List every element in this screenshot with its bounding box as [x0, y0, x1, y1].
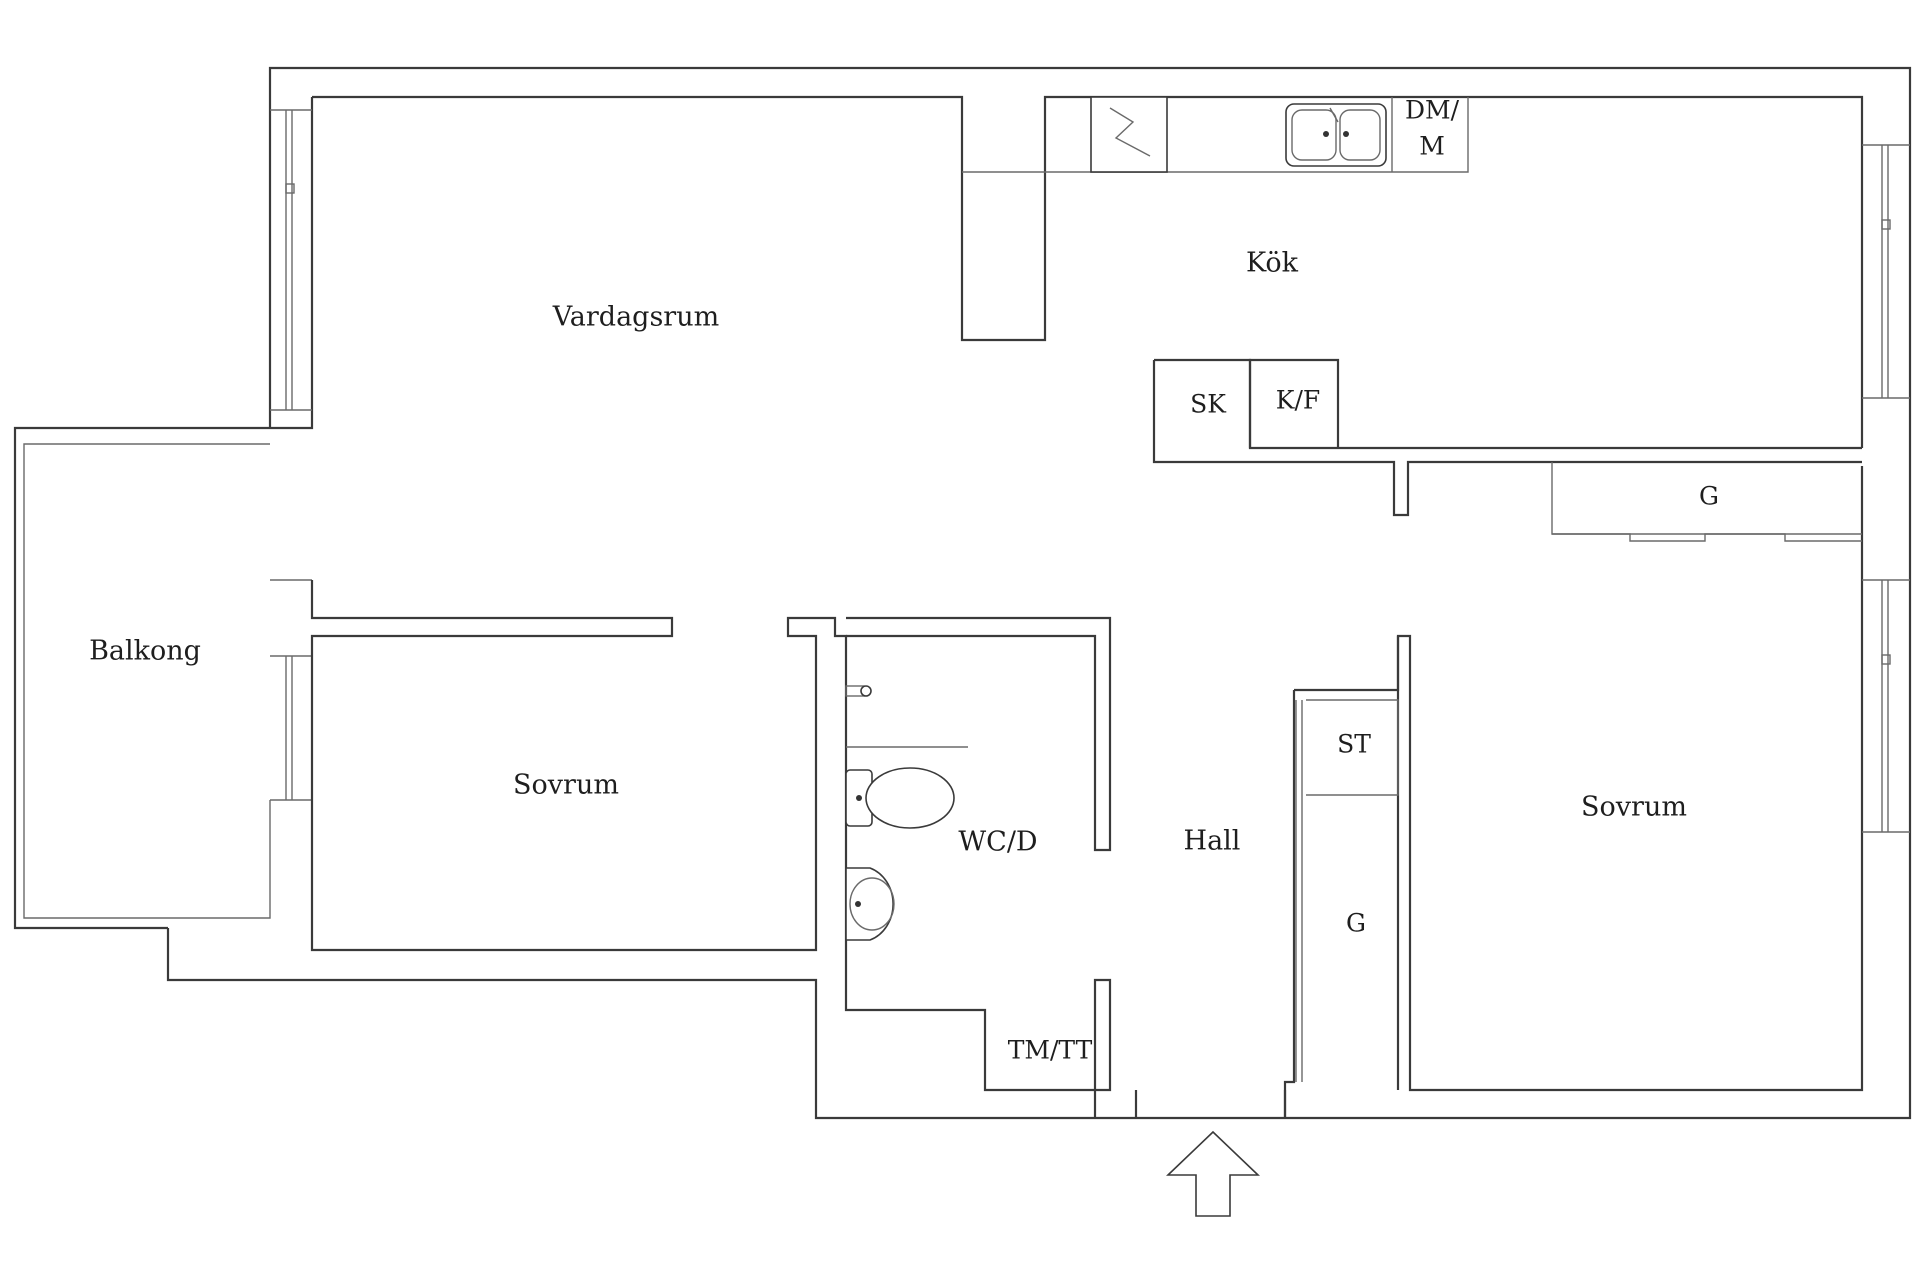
- kitchen-counter: [962, 97, 1469, 173]
- fixture-label-tmtt: TM/TT: [1008, 1036, 1093, 1065]
- room-label-vardagsrum: Vardagsrum: [552, 302, 719, 333]
- entrance-arrow-icon: [1166, 1130, 1260, 1217]
- fixture-label-kf: K/F: [1276, 386, 1320, 415]
- room-label-kok: Kök: [1246, 248, 1299, 279]
- window-right-bottom: [1862, 579, 1910, 833]
- room-label-wc: WC/D: [958, 827, 1037, 858]
- washbasin-icon: [845, 867, 895, 941]
- window-left-top: [270, 109, 312, 411]
- fixture-label-st: ST: [1337, 730, 1371, 759]
- fixture-label-dm-line2: M: [1419, 132, 1445, 161]
- window-right-top: [1862, 144, 1910, 399]
- stove-icon: [1090, 96, 1168, 173]
- toilet-icon: [845, 767, 955, 829]
- fixture-label-dm-line1: DM/: [1405, 96, 1460, 125]
- interior-walls: [310, 358, 1862, 1118]
- room-label-sovrum-right: Sovrum: [1581, 792, 1687, 823]
- windows: [270, 109, 1910, 833]
- balcony: [13, 426, 271, 930]
- room-label-sovrum-left: Sovrum: [513, 770, 619, 801]
- fixture-label-g-top: G: [1699, 482, 1719, 511]
- room-label-balkong: Balkong: [89, 636, 201, 667]
- fixture-label-sk: SK: [1190, 390, 1227, 419]
- fixture-label-g-hall: G: [1346, 909, 1366, 938]
- kitchen-sink-icon: [1285, 103, 1387, 167]
- outer-walls: [166, 66, 1912, 1120]
- window-left-bottom: [270, 579, 312, 801]
- shower-icon: [845, 685, 968, 748]
- room-label-hall: Hall: [1184, 826, 1241, 857]
